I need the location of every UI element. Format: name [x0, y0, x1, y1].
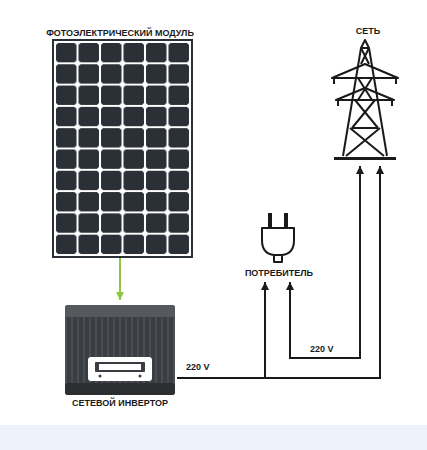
- plug-icon: [262, 213, 294, 262]
- node-label: ПОТРЕБИТЕЛЬ: [245, 268, 313, 279]
- consumer: ПОТРЕБИТЕЛЬ: [238, 208, 320, 282]
- power-tower: [332, 40, 398, 156]
- footer-band: [0, 425, 427, 450]
- voltage-label: 220 V: [184, 362, 212, 373]
- ac-wire: [177, 282, 265, 378]
- ac-wire: [290, 166, 360, 358]
- solar-panel: [53, 40, 192, 257]
- ac-wire: [177, 166, 380, 378]
- inverter-icon: [65, 305, 175, 395]
- grid-inverter: СЕТЕВОЙ ИНВЕРТОР: [63, 300, 177, 412]
- power-grid: СЕТЬ: [322, 22, 414, 166]
- node-label: ФОТОЭЛЕКТРИЧЕСКИЙ МОДУЛЬ: [46, 28, 194, 39]
- node-label: СЕТЕВОЙ ИНВЕРТОР: [72, 398, 168, 409]
- solar-module: ФОТОЭЛЕКТРИЧЕСКИЙ МОДУЛЬ: [28, 24, 212, 258]
- tower-base: [334, 157, 396, 160]
- dc-arrow: [119, 258, 121, 300]
- voltage-label: 220 V: [308, 344, 336, 355]
- node-label: СЕТЬ: [356, 26, 380, 37]
